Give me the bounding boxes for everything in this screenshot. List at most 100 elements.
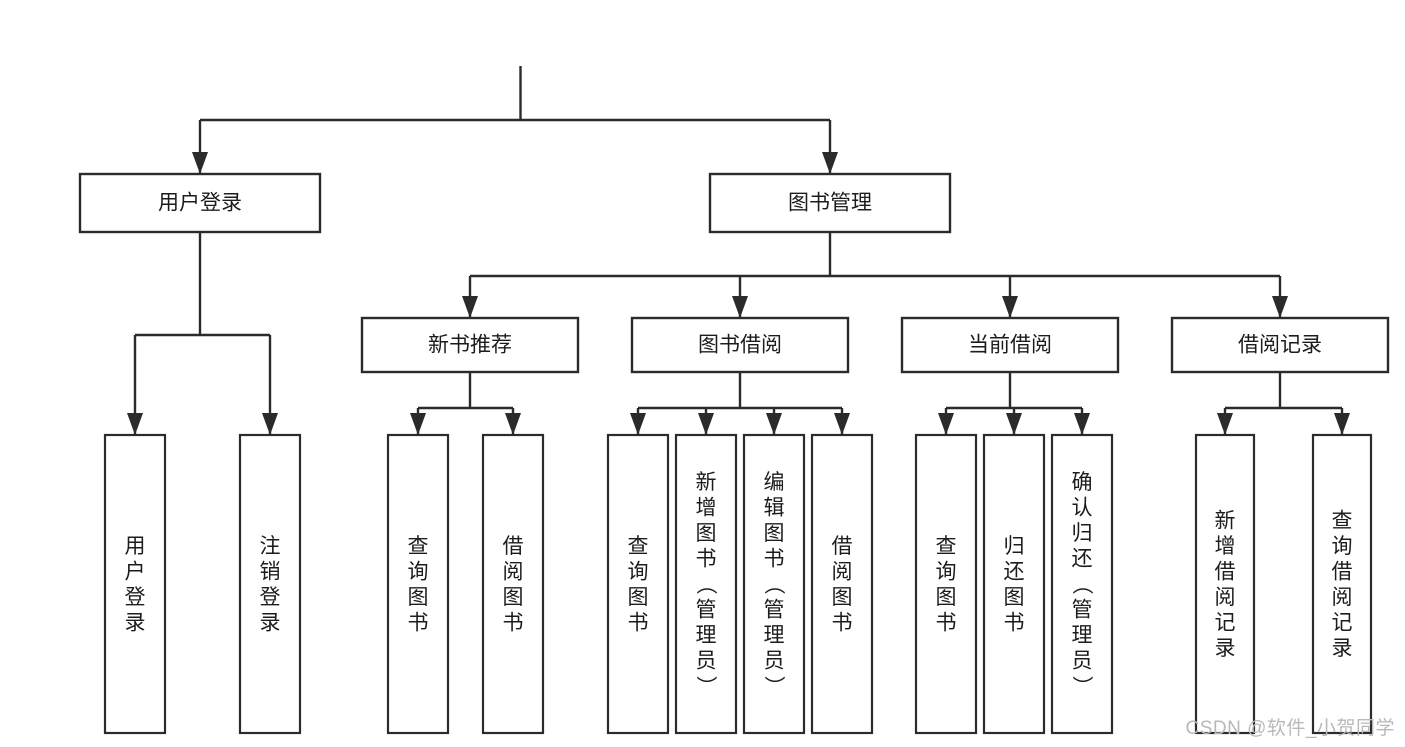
node-box-edit-book-admin[interactable] xyxy=(742,433,806,735)
node-box-borrow-book-1[interactable] xyxy=(481,433,545,735)
char-glyph: 图 xyxy=(408,586,429,609)
arrow-head-icon xyxy=(630,413,646,435)
char-glyph: 询 xyxy=(936,560,957,583)
node-label-borrow-records: 借阅记录 xyxy=(1238,334,1322,357)
node-box-borrow-book-2[interactable] xyxy=(810,433,874,735)
char-glyph: 用 xyxy=(125,535,146,558)
char-glyph: 图 xyxy=(936,586,957,609)
node-box-add-borrow-record[interactable] xyxy=(1194,433,1256,735)
char-glyph: 阅 xyxy=(1215,586,1236,609)
char-glyph: 询 xyxy=(408,560,429,583)
arrow-head-icon xyxy=(822,152,838,174)
arrow-head-icon xyxy=(192,152,208,174)
arrow-head-icon xyxy=(938,413,954,435)
char-glyph: 查 xyxy=(628,535,649,558)
arrow-head-icon xyxy=(462,296,478,318)
char-glyph: 增 xyxy=(1215,535,1236,558)
node-label-new-book-recommend: 新书推荐 xyxy=(428,334,512,357)
node-box-borrow-records[interactable] xyxy=(1170,316,1390,374)
char-glyph: 书 xyxy=(408,611,429,634)
arrow-head-icon xyxy=(410,413,426,435)
paren-glyph: ） xyxy=(762,676,785,697)
char-glyph: 借 xyxy=(503,535,524,558)
char-glyph: 书 xyxy=(936,611,957,634)
node-box-query-book-3[interactable] xyxy=(914,433,978,735)
char-glyph: 录 xyxy=(125,611,146,634)
char-glyph: 销 xyxy=(260,560,281,583)
node-box-user-login-do[interactable] xyxy=(103,433,167,735)
node-box-current-borrow[interactable] xyxy=(900,316,1120,374)
char-glyph: 理 xyxy=(696,624,717,647)
char-glyph: 认 xyxy=(1072,497,1093,520)
paren-glyph: ） xyxy=(694,676,717,697)
paren-glyph: ） xyxy=(1070,676,1093,697)
char-glyph: 管 xyxy=(696,599,717,622)
char-glyph: 图 xyxy=(832,586,853,609)
char-glyph: 录 xyxy=(260,611,281,634)
arrow-head-icon xyxy=(1217,413,1233,435)
char-glyph: 图 xyxy=(628,586,649,609)
node-box-user-login[interactable] xyxy=(78,172,322,234)
char-glyph: 员 xyxy=(1072,650,1093,673)
char-glyph: 记 xyxy=(1332,611,1353,634)
char-glyph: 增 xyxy=(696,497,717,520)
arrow-head-icon xyxy=(505,413,521,435)
char-glyph: 登 xyxy=(125,586,146,609)
char-glyph: 借 xyxy=(832,535,853,558)
node-box-query-borrow-record[interactable] xyxy=(1311,433,1373,735)
node-box-book-borrow[interactable] xyxy=(630,316,850,374)
arrow-head-icon xyxy=(127,413,143,435)
char-glyph: 借 xyxy=(1215,560,1236,583)
node-box-book-manage[interactable] xyxy=(708,172,952,234)
char-glyph: 记 xyxy=(1215,611,1236,634)
char-glyph: 询 xyxy=(628,560,649,583)
char-glyph: 管 xyxy=(764,599,785,622)
char-glyph: 辑 xyxy=(764,497,785,520)
char-glyph: 还 xyxy=(1072,548,1093,571)
arrow-head-icon xyxy=(1002,296,1018,318)
char-glyph: 阅 xyxy=(832,560,853,583)
char-glyph: 还 xyxy=(1004,560,1025,583)
char-glyph: 确 xyxy=(1072,471,1093,494)
char-glyph: 查 xyxy=(408,535,429,558)
node-label-current-borrow: 当前借阅 xyxy=(968,334,1052,357)
node-box-confirm-return-admin[interactable] xyxy=(1050,433,1114,735)
char-glyph: 录 xyxy=(1215,637,1236,660)
arrow-head-icon xyxy=(262,413,278,435)
node-box-return-book[interactable] xyxy=(982,433,1046,735)
char-glyph: 户 xyxy=(125,560,146,583)
arrow-head-icon xyxy=(1006,413,1022,435)
char-glyph: 书 xyxy=(503,611,524,634)
node-label-book-borrow: 图书借阅 xyxy=(698,334,782,357)
char-glyph: 理 xyxy=(764,624,785,647)
arrow-head-icon xyxy=(732,296,748,318)
char-glyph: 阅 xyxy=(503,560,524,583)
char-glyph: 图 xyxy=(764,522,785,545)
char-glyph: 书 xyxy=(1004,611,1025,634)
node-label-user-login: 用户登录 xyxy=(158,192,242,215)
node-box-query-book-1[interactable] xyxy=(386,433,450,735)
node-box-query-book-2[interactable] xyxy=(606,433,670,735)
char-glyph: 书 xyxy=(696,548,717,571)
node-box-new-book-recommend[interactable] xyxy=(360,316,580,374)
char-glyph: 阅 xyxy=(1332,586,1353,609)
edges-layer xyxy=(127,66,1350,435)
char-glyph: 归 xyxy=(1004,535,1025,558)
node-box-add-book-admin[interactable] xyxy=(674,433,738,735)
node-box-user-logout[interactable] xyxy=(238,433,302,735)
char-glyph: 询 xyxy=(1332,535,1353,558)
char-glyph: 理 xyxy=(1072,624,1093,647)
arrow-head-icon xyxy=(1074,413,1090,435)
arrow-head-icon xyxy=(834,413,850,435)
nodes-layer: 用户登录图书管理用户登录注销登录新书推荐查询图书借阅图书图书借阅查询图书新增图书… xyxy=(78,172,1390,735)
char-glyph: 图 xyxy=(696,522,717,545)
arrow-head-icon xyxy=(698,413,714,435)
